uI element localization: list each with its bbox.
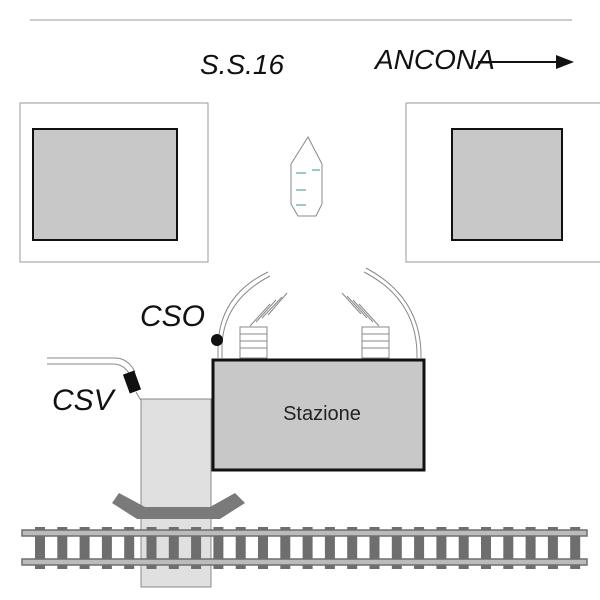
track-sleeper [503, 527, 514, 569]
track-sleeper [168, 527, 179, 569]
track-sleeper [525, 527, 536, 569]
track-sleeper [369, 527, 380, 569]
road-name-label: S.S.16 [200, 49, 284, 80]
track-sleeper [391, 527, 402, 569]
left-stairs [239, 292, 288, 359]
cso-label: CSO [140, 300, 205, 333]
right-stairs [341, 292, 390, 359]
station-label: Stazione [283, 403, 361, 425]
track-sleeper [35, 527, 45, 569]
track-sleeper [414, 527, 425, 569]
track-sleeper [57, 527, 68, 569]
track-sleeper [347, 527, 358, 569]
track-sleeper [146, 527, 157, 569]
direction-arrow-icon [478, 55, 574, 69]
direction-label: ANCONA [373, 44, 495, 75]
track-sleeper [235, 527, 246, 569]
left-building-block [19, 102, 209, 263]
track-sleeper [213, 527, 224, 569]
track-sleeper [101, 527, 112, 569]
track-sleeper [481, 527, 491, 569]
track-sleeper [280, 527, 291, 569]
track-sleeper [191, 527, 202, 569]
track-sleeper [324, 527, 335, 569]
right-building-block [405, 102, 600, 263]
crossing-bar [112, 493, 245, 519]
track-rail [21, 558, 588, 566]
csv-marker-icon [122, 370, 142, 394]
track-sleeper [436, 527, 447, 569]
track-sleeper [547, 527, 558, 569]
csv-label: CSV [52, 384, 117, 417]
track-sleeper [458, 527, 469, 569]
track-rail [21, 529, 588, 537]
cso-marker-icon [211, 334, 223, 346]
canopy-arcs [217, 267, 422, 359]
track-sleeper [124, 527, 135, 569]
track-sleeper [302, 527, 313, 569]
traffic-island-icon [290, 135, 323, 217]
track-sleeper [79, 527, 90, 569]
station-building [211, 358, 426, 472]
railway-track [21, 527, 588, 569]
track-sleeper [258, 527, 268, 569]
track-sleeper [570, 527, 581, 569]
